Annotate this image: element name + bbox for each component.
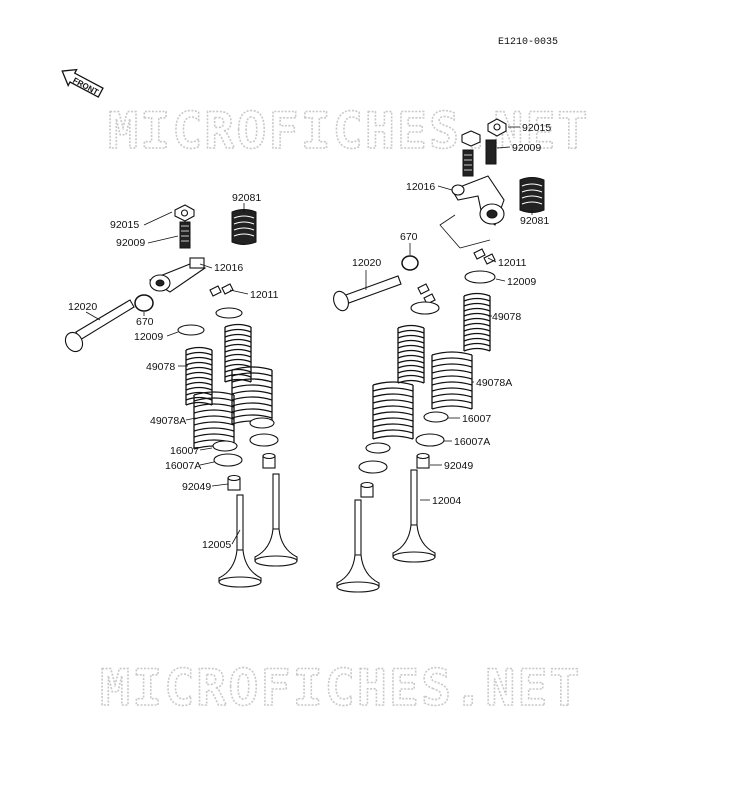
screw-92009-left: [179, 221, 191, 249]
label-12011-left: 12011: [250, 289, 279, 301]
inner-spring-49078-right-a: [463, 292, 491, 352]
seat-16007A-left-a: [213, 453, 243, 467]
leader-lines: [85, 126, 533, 545]
seal-92049-left-b: [262, 452, 276, 469]
label-12009-left: 12009: [134, 331, 163, 343]
label-12009-right: 12009: [507, 276, 536, 288]
watermark-bottom: MICROFICHES.NET: [100, 659, 582, 717]
seat-16007-left-a: [212, 440, 238, 452]
seat-16007A-right-a: [415, 433, 445, 447]
label-92015-right: 92015: [522, 122, 551, 134]
collet-12011-left: [209, 283, 234, 297]
seal-92049-right-b: [360, 481, 374, 498]
label-92015-left: 92015: [110, 219, 139, 231]
retainer-12009-right-a: [464, 270, 496, 284]
valve-12004-a: [392, 469, 436, 563]
seat-16007A-right-b: [358, 460, 388, 474]
collet-12011-right-b: [417, 283, 436, 305]
label-12005: 12005: [202, 539, 231, 551]
label-49078A-left: 49078A: [150, 415, 186, 427]
label-12011-right: 12011: [498, 257, 527, 269]
rocker-arm-12016-right: [451, 175, 505, 226]
label-92081-right: 92081: [520, 215, 549, 227]
rocker-arm-12016-left: [148, 257, 207, 293]
label-12016-right: 12016: [406, 181, 435, 193]
screw-92009-right: [461, 130, 497, 177]
seat-16007-right-a: [423, 411, 449, 423]
nut-92015-right: [487, 118, 507, 137]
label-12016-left: 12016: [214, 262, 243, 274]
label-49078A-right: 49078A: [476, 377, 512, 389]
inner-spring-49078-left-a: [185, 346, 213, 406]
outer-spring-49078A-right-a: [431, 351, 473, 410]
label-92049-left: 92049: [182, 481, 211, 493]
label-670-right: 670: [400, 231, 418, 243]
label-670-left: 670: [136, 316, 154, 328]
seal-92049-left-a: [227, 474, 241, 491]
label-49078-left: 49078: [146, 361, 175, 373]
oring-670-left: [134, 294, 154, 312]
valve-12004-b: [336, 499, 380, 593]
front-arrow-icon: FRONT: [61, 68, 104, 98]
inner-spring-49078-right-b: [397, 324, 425, 384]
outer-spring-49078A-left-b: [231, 366, 273, 425]
collet-12011-right: [473, 248, 496, 265]
label-16007A-right: 16007A: [454, 436, 490, 448]
nut-92015-left: [174, 204, 195, 222]
spring-92081-left: [231, 209, 257, 245]
diagram-code: E1210-0035: [498, 37, 558, 48]
retainer-12009-right-b: [410, 301, 440, 315]
label-92009-right: 92009: [512, 142, 541, 154]
rocker-shaft-12020-right: [333, 275, 402, 312]
label-12020-left: 12020: [68, 301, 97, 313]
label-12004: 12004: [432, 495, 461, 507]
label-49078-right: 49078: [492, 311, 521, 323]
label-16007-left: 16007: [170, 445, 199, 457]
label-92049-right: 92049: [444, 460, 473, 472]
oring-670-right: [401, 255, 419, 271]
retainer-12009-left-b: [215, 307, 243, 319]
seat-16007-right-b: [365, 442, 391, 454]
label-92009-left: 92009: [116, 237, 145, 249]
rocker-shaft-12020-left: [64, 299, 135, 353]
label-16007A-left: 16007A: [165, 460, 201, 472]
part-labels: 92015 92009 92081 12016 12011 12020 670 …: [68, 122, 551, 551]
spring-92081-right: [519, 177, 545, 213]
watermark-top: MICROFICHES.NET: [108, 102, 590, 160]
label-12020-right: 12020: [352, 257, 381, 269]
valve-12005-b: [254, 473, 298, 567]
label-92081-left: 92081: [232, 192, 261, 204]
label-16007-right: 16007: [462, 413, 491, 425]
outer-spring-49078A-left-a: [193, 391, 235, 450]
retainer-12009-left-a: [177, 324, 205, 336]
seat-16007-left-b: [249, 417, 275, 429]
seat-16007A-left-b: [249, 433, 279, 447]
seal-92049-right-a: [416, 452, 430, 469]
outer-spring-49078A-right-b: [372, 381, 414, 440]
